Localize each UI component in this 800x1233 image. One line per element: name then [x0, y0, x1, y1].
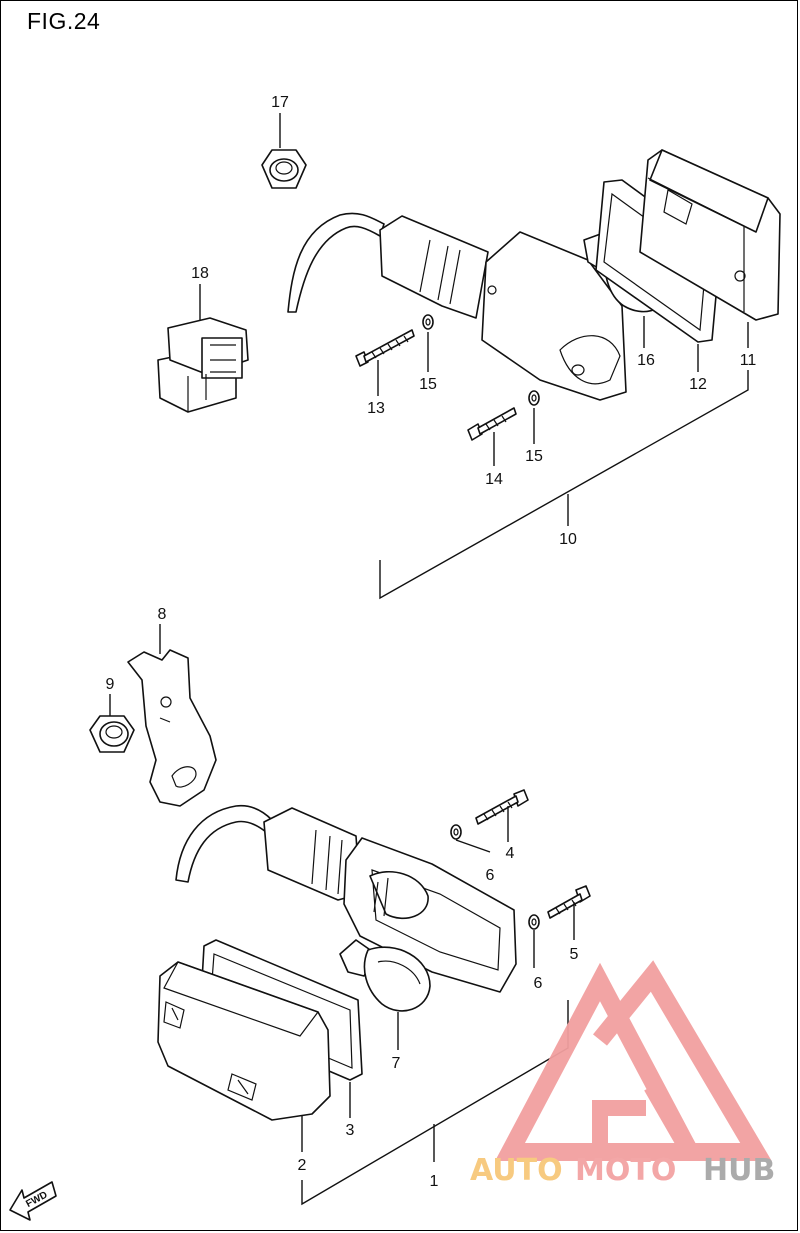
part-1-front-signal-body: [263, 807, 517, 993]
callout-15-upper: 15: [419, 376, 437, 393]
callout-2: 2: [298, 1157, 307, 1174]
watermark-moto: MOTO: [575, 1153, 676, 1188]
callout-5: 5: [570, 946, 579, 963]
figure-title: FIG.24: [27, 8, 101, 34]
callout-14: 14: [485, 471, 503, 488]
part-8-bracket: [127, 649, 217, 807]
rear-signal-cable: [287, 212, 385, 313]
callout-10: 10: [559, 531, 577, 548]
callout-13: 13: [367, 400, 385, 417]
callout-9: 9: [106, 676, 115, 693]
part-5-screw: [547, 885, 591, 919]
callout-16: 16: [637, 352, 655, 369]
part-10-rear-signal-body: [379, 215, 627, 401]
callout-6-upper: 6: [486, 867, 495, 884]
part-18-connector: [157, 317, 249, 413]
callout-8: 8: [158, 606, 167, 623]
front-signal-cable: [175, 804, 273, 883]
callout-15-lower: 15: [525, 448, 543, 465]
part-17-nut: [261, 149, 307, 189]
automotohub-logo-icon: [495, 960, 772, 1161]
automotohub-watermark: AUTO MOTO HUB: [470, 960, 775, 1188]
callout-18: 18: [191, 265, 209, 282]
part-2-lens: [157, 961, 331, 1121]
callout-17: 17: [271, 94, 289, 111]
fwd-arrow-icon: FWD: [9, 1181, 57, 1221]
part-6-washer-upper: [450, 824, 462, 840]
part-15-washer-upper: [422, 314, 434, 330]
part-9-nut: [89, 715, 135, 753]
part-11-lens: [639, 149, 781, 321]
part-15-washer-lower: [528, 390, 540, 406]
callout-6-lower: 6: [534, 975, 543, 992]
callout-11: 11: [740, 352, 757, 369]
callout-3: 3: [346, 1122, 355, 1139]
part-14-screw: [467, 407, 517, 441]
watermark-hub: HUB: [703, 1153, 775, 1188]
part-13-screw: [355, 329, 415, 367]
part-7-bulb: [339, 939, 431, 1012]
callout-4: 4: [506, 845, 515, 862]
callout-12: 12: [689, 376, 707, 393]
part-4-screw: [475, 789, 529, 825]
callout-1: 1: [430, 1173, 439, 1190]
part-6-washer-lower: [528, 914, 540, 930]
callout-7: 7: [392, 1055, 401, 1072]
watermark-auto: AUTO: [470, 1153, 563, 1188]
callout-numbers: 17 18 13 15 14 15 16 12 11 10 8 9 4 6 5 …: [106, 94, 757, 1190]
